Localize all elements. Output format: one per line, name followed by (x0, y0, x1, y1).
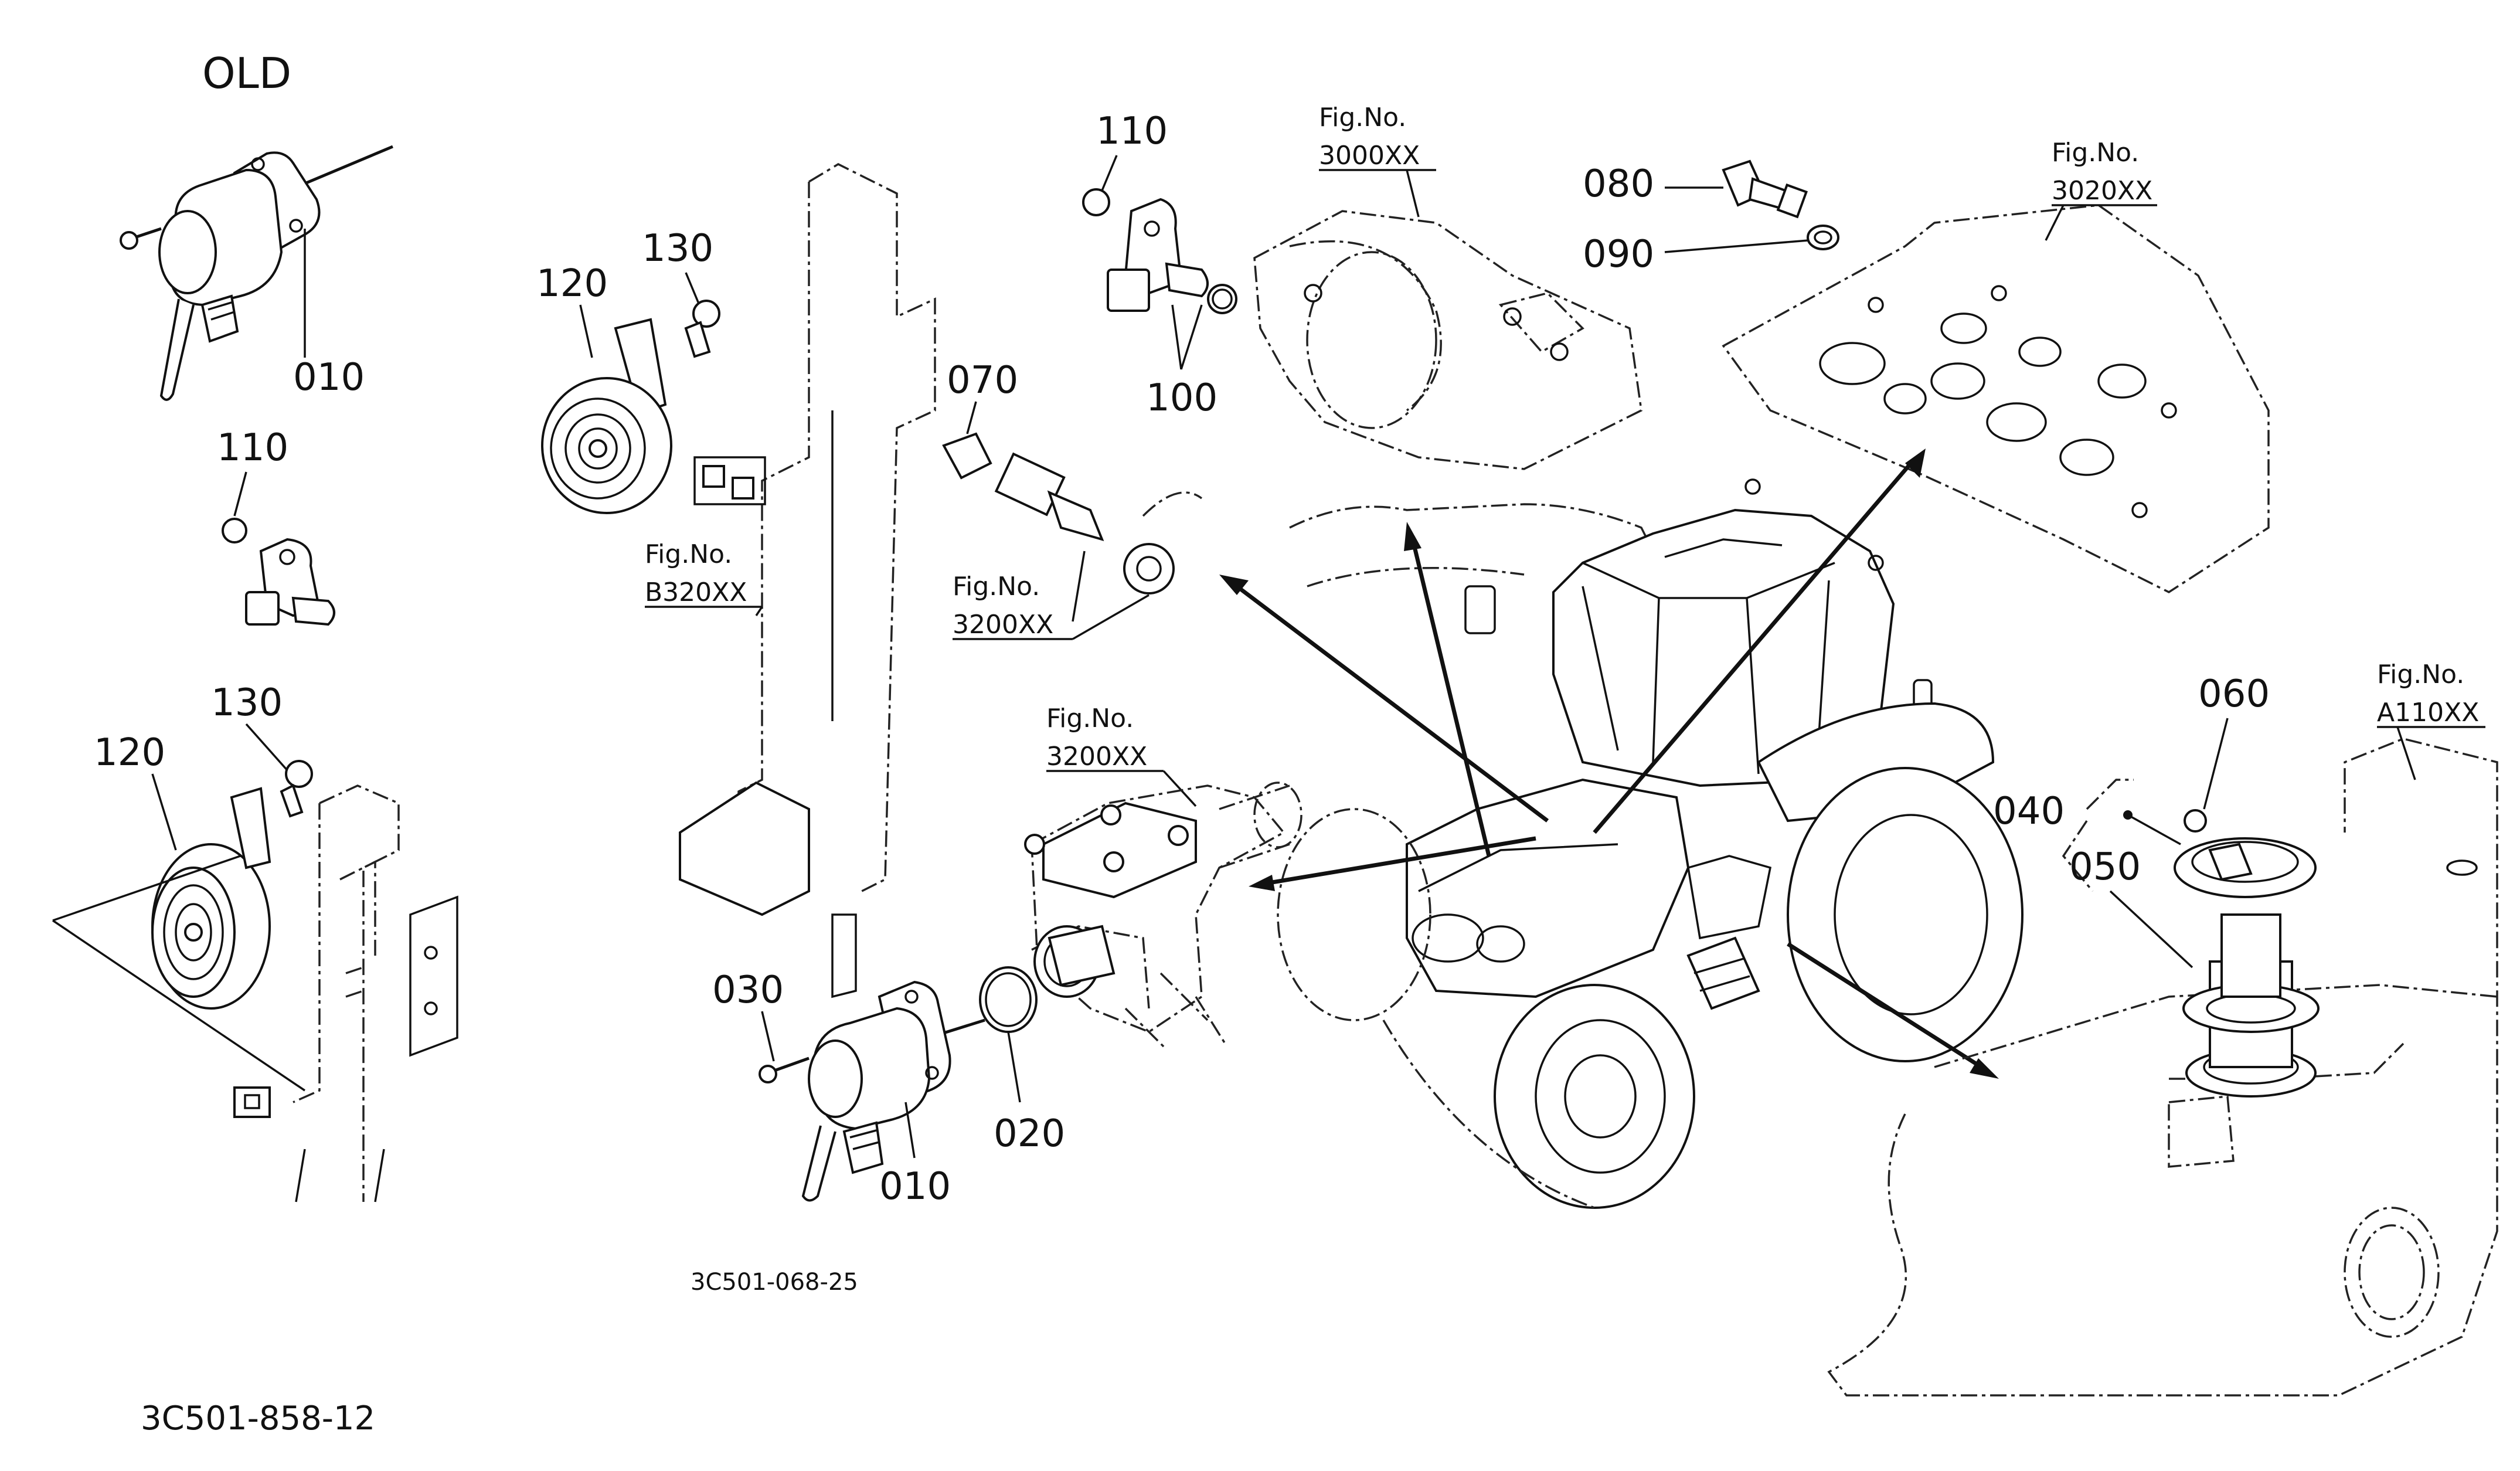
figref-b320-prefix: Fig.No. (645, 539, 732, 569)
leader-3020 (2045, 205, 2065, 241)
label-old-120: 120 (94, 731, 165, 774)
old-header: OLD (202, 49, 291, 98)
leader-3200-upper (1072, 551, 1086, 622)
injection-pump-drawing (1024, 782, 1302, 1051)
label-new-120: 120 (536, 262, 608, 305)
leader-new-120 (579, 304, 593, 358)
drawing-number: 3C501-858-12 (141, 1399, 375, 1438)
label-old-130: 130 (211, 681, 283, 725)
leader-3200-lower (1162, 770, 1197, 807)
tractor-drawing (1277, 478, 2024, 1209)
leader-030 (761, 1011, 775, 1062)
leader-100b (1171, 304, 1182, 370)
label-new-110: 110 (1096, 110, 1168, 153)
leader-090 (1664, 239, 1809, 253)
label-060: 060 (2198, 672, 2270, 716)
leader-040 (2086, 779, 2134, 810)
engine-block-3000-drawing (1253, 210, 1642, 470)
leader-060 (2203, 718, 2229, 810)
new-horn-drawing (541, 300, 720, 514)
sensor-110-drawing (1082, 188, 1237, 314)
leader-020 (1007, 1031, 1021, 1103)
leader-050 (2109, 890, 2193, 969)
old-sensor-110-drawing (222, 471, 335, 626)
figref-a110-number: A110XX (2377, 698, 2479, 728)
old-horn-drawing (52, 760, 313, 1092)
figref-3000-number: 3000XX (1319, 141, 1420, 171)
new-stop-solenoid-drawing (759, 966, 1038, 1202)
label-new-130: 130 (642, 227, 713, 270)
leader-070 (966, 401, 977, 434)
figref-3200-upper-prefix: Fig.No. (953, 572, 1040, 602)
leader-3000 (1406, 169, 1420, 218)
figref-b320-number: B320XX (645, 577, 747, 607)
leader-a110 (2396, 726, 2416, 780)
main-bracket-drawing (679, 163, 936, 998)
figref-3020-number: 3020XX (2052, 176, 2152, 206)
label-040: 040 (1993, 790, 2065, 833)
old-stop-solenoid-drawing (120, 145, 393, 401)
label-100: 100 (1146, 376, 1218, 420)
leader-b320 (755, 606, 763, 616)
sensor-080-drawing (1722, 159, 1839, 250)
label-020: 020 (994, 1112, 1065, 1156)
sensor-070-drawing (942, 432, 1203, 594)
label-090: 090 (1583, 233, 1654, 276)
label-030: 030 (712, 969, 784, 1012)
label-new-010: 010 (879, 1165, 951, 1208)
sub-drawing-number: 3C501-068-25 (691, 1269, 858, 1296)
leader-old-130 (245, 723, 294, 778)
figref-3000-prefix: Fig.No. (1319, 103, 1406, 133)
label-050: 050 (2069, 845, 2141, 889)
label-080: 080 (1583, 162, 1654, 206)
leader-new-010 (904, 1102, 916, 1159)
old-bracket-drawing (233, 784, 458, 1202)
leader-new-110 (1101, 155, 1118, 191)
figref-3200-upper-number: 3200XX (953, 610, 1053, 640)
figref-3200-lower-number: 3200XX (1046, 742, 1147, 772)
label-070: 070 (947, 359, 1018, 402)
leader-100a (1180, 304, 1203, 370)
label-old-110: 110 (217, 426, 288, 470)
leader-old-120 (151, 773, 177, 851)
fuel-sender-drawing (2174, 809, 2320, 1098)
figref-a110-prefix: Fig.No. (2377, 660, 2464, 689)
cylinder-head-3020-drawing (1722, 204, 2270, 594)
figref-3200-lower-prefix: Fig.No. (1046, 704, 1134, 733)
callout-arrows (1219, 449, 1999, 1079)
label-old-010: 010 (293, 356, 365, 399)
figref-3020-prefix: Fig.No. (2052, 138, 2139, 168)
leader-new-130 (685, 272, 702, 308)
